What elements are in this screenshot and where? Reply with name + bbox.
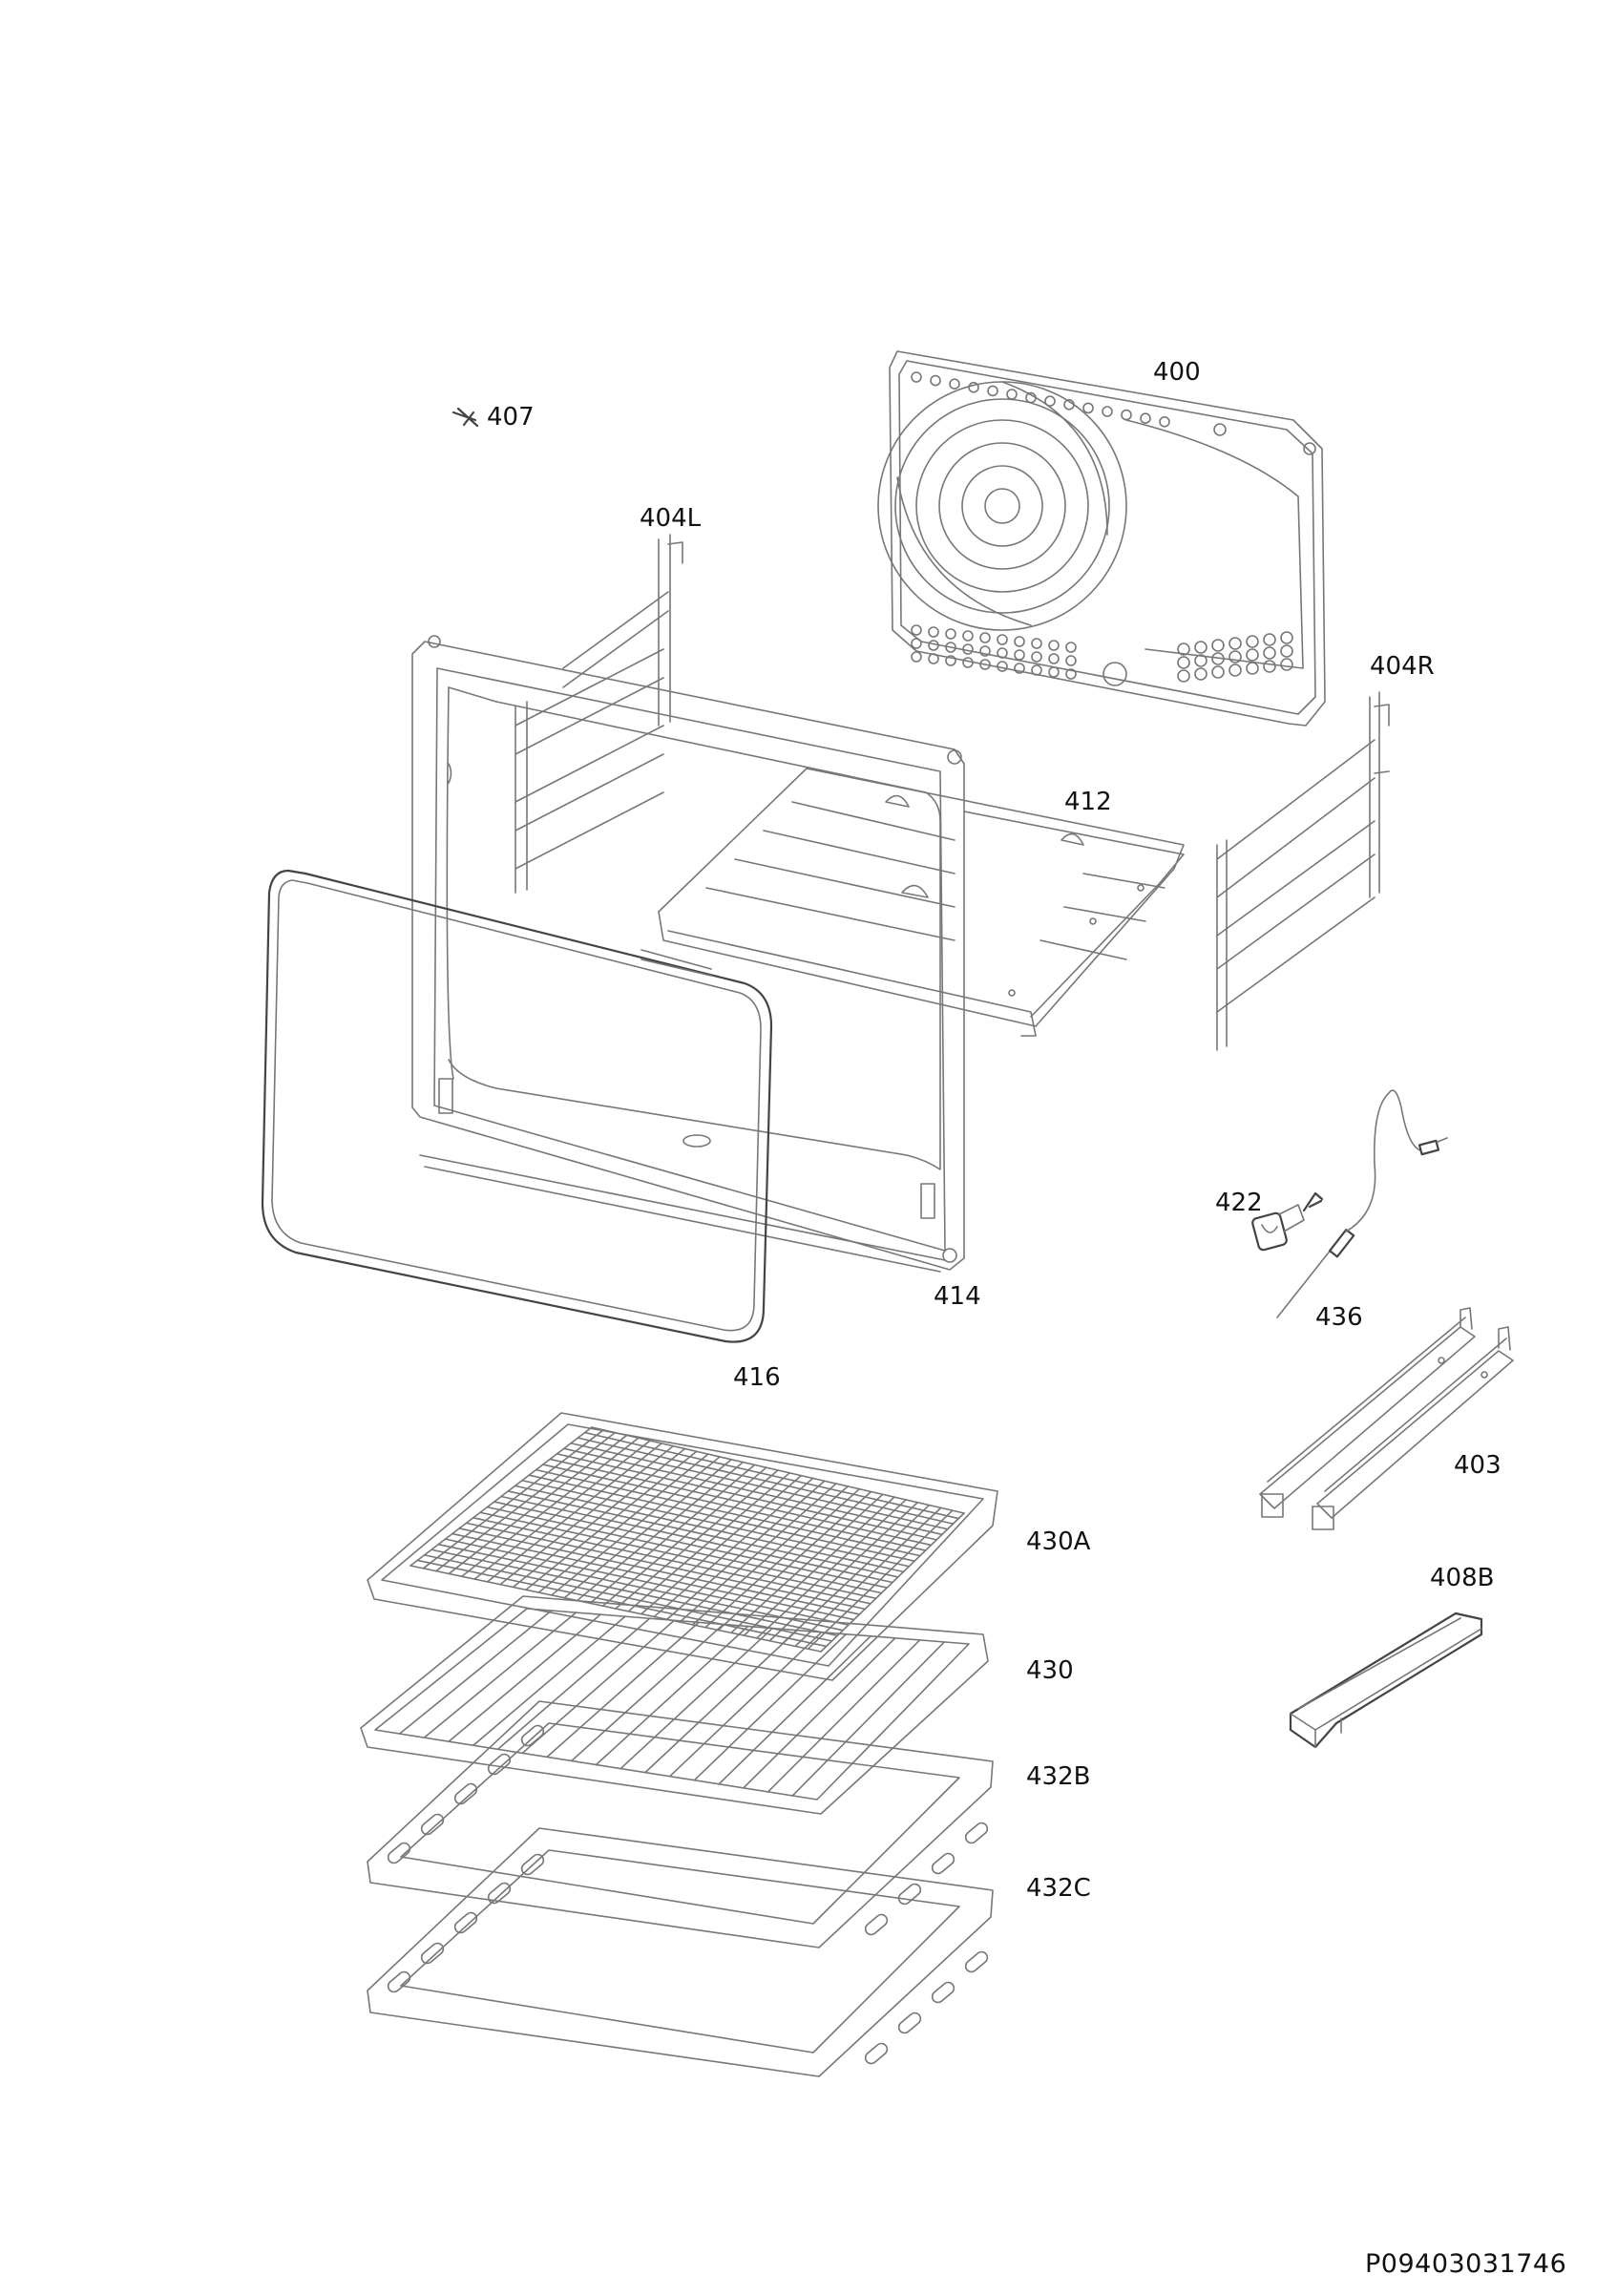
part-412-top-plate — [658, 768, 1185, 1037]
part-407-clip — [452, 407, 479, 428]
label-408B: 408B — [1430, 1564, 1495, 1592]
label-404L: 404L — [640, 504, 702, 533]
part-404L-left-runner — [514, 534, 683, 894]
label-436: 436 — [1315, 1303, 1363, 1332]
part-432B-tray — [367, 1700, 994, 1948]
part-432C-tray — [367, 1827, 994, 2077]
label-412: 412 — [1064, 788, 1112, 816]
part-400-rear-panel — [877, 350, 1326, 727]
label-400: 400 — [1153, 358, 1201, 387]
label-404R: 404R — [1370, 652, 1435, 681]
label-416: 416 — [733, 1363, 781, 1392]
document-number: P09403031746 — [1365, 2249, 1567, 2279]
label-432B: 432B — [1026, 1762, 1091, 1791]
label-432C: 432C — [1026, 1874, 1091, 1903]
part-416-door-seal — [261, 869, 773, 1343]
label-407: 407 — [487, 403, 535, 432]
label-403: 403 — [1454, 1451, 1502, 1480]
label-414: 414 — [934, 1282, 981, 1311]
part-403-telescopic-rails — [1259, 1307, 1514, 1530]
part-436-probe — [1276, 1089, 1448, 1318]
label-422: 422 — [1215, 1189, 1263, 1217]
part-404R-right-runner — [1216, 691, 1390, 1051]
part-430A-mesh-tray — [367, 1412, 998, 1681]
label-430: 430 — [1026, 1656, 1074, 1685]
part-430-wire-shelf — [360, 1595, 989, 1815]
part-408B-tray — [1289, 1611, 1483, 1749]
label-430A: 430A — [1026, 1527, 1091, 1556]
part-414-front-frame — [411, 635, 965, 1273]
part-422-lamp — [1251, 1191, 1324, 1252]
